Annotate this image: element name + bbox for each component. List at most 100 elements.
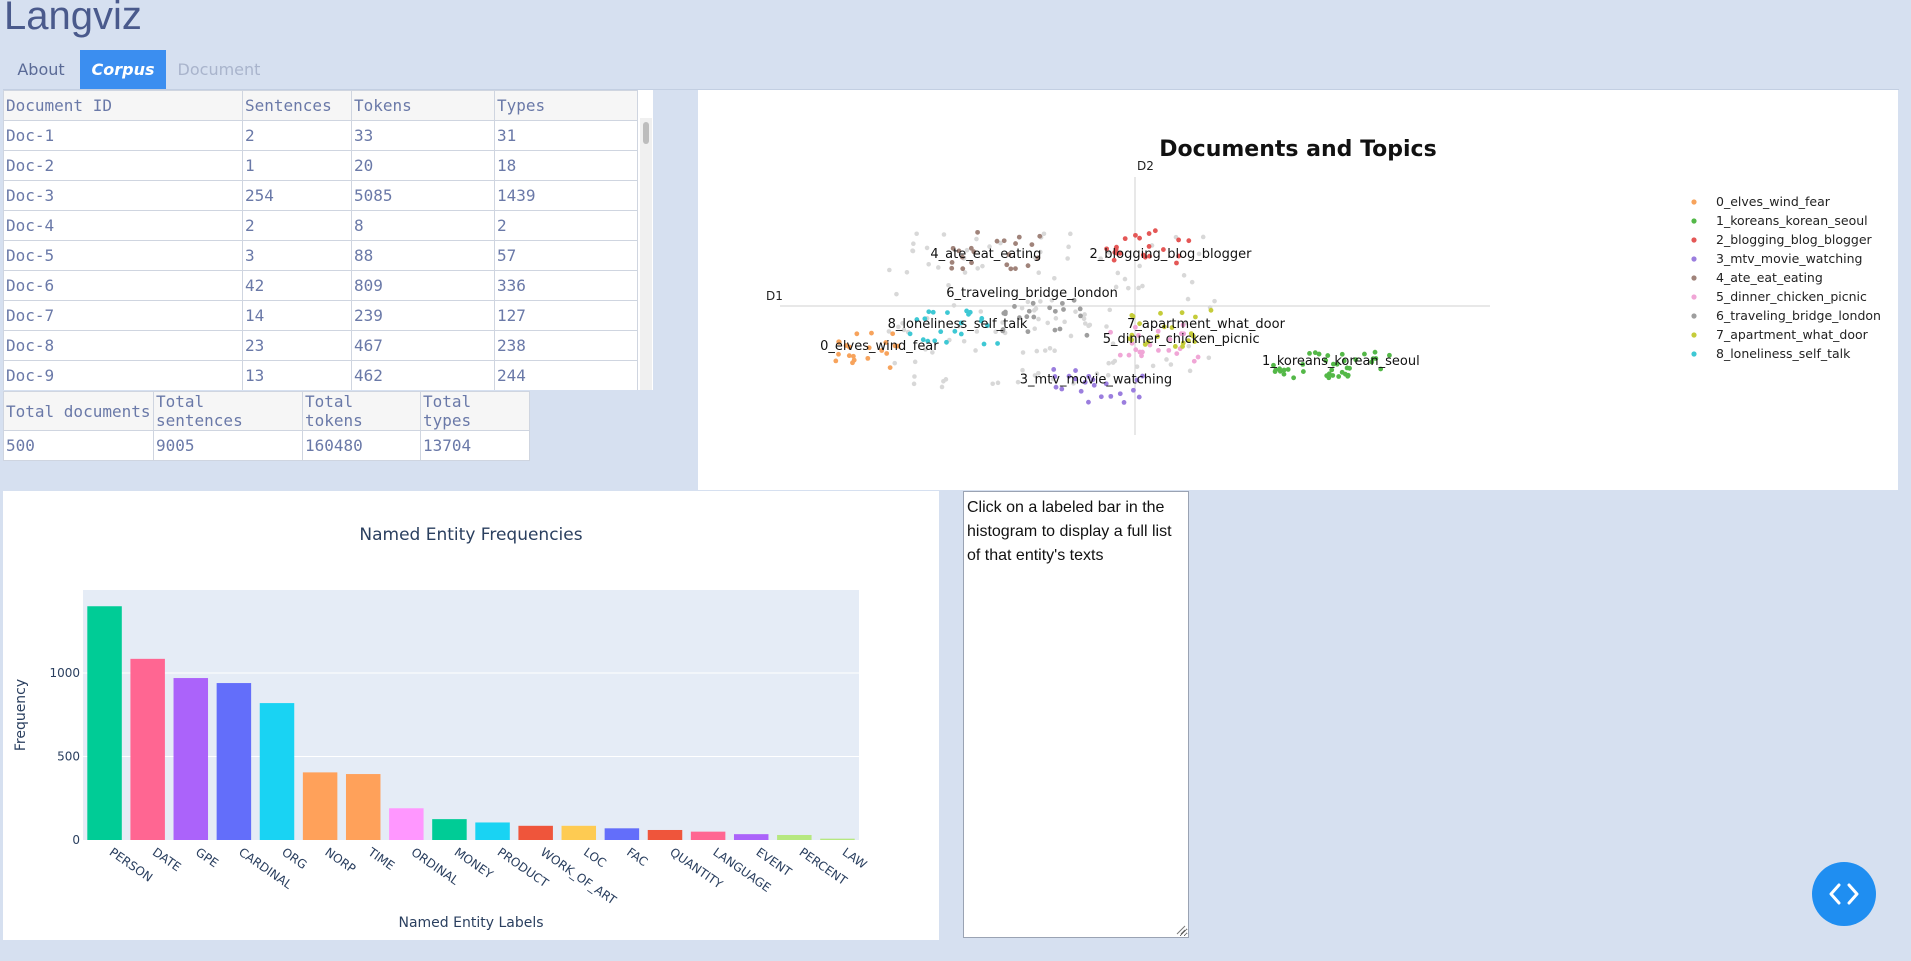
- scatter-point[interactable]: [1026, 308, 1032, 314]
- scatter-point[interactable]: [1186, 343, 1192, 349]
- legend-marker[interactable]: [1691, 313, 1697, 319]
- table-cell[interactable]: 2: [242, 120, 352, 151]
- scatter-point[interactable]: [1285, 367, 1291, 372]
- scatter-point[interactable]: [1004, 262, 1010, 268]
- scatter-point[interactable]: [1062, 319, 1067, 325]
- scatter-point[interactable]: [1117, 352, 1123, 358]
- scatter-point[interactable]: [1160, 247, 1166, 252]
- scatter-point[interactable]: [1334, 361, 1340, 367]
- tab-about[interactable]: About: [17, 60, 65, 79]
- table-cell[interactable]: 467: [351, 330, 495, 361]
- scatter-point[interactable]: [896, 324, 901, 330]
- entity-bar[interactable]: [432, 819, 467, 840]
- scatter-point[interactable]: [1047, 305, 1053, 311]
- entity-bar[interactable]: [690, 831, 726, 840]
- scatter-point[interactable]: [1052, 327, 1058, 333]
- scatter-point[interactable]: [958, 331, 964, 337]
- legend-entry[interactable]: 8_loneliness_self_talk: [1716, 346, 1851, 361]
- entity-bar[interactable]: [216, 683, 252, 840]
- scatter-point[interactable]: [974, 329, 980, 334]
- table-cell[interactable]: 33: [351, 120, 495, 151]
- scatter-point[interactable]: [907, 331, 913, 337]
- legend-marker[interactable]: [1691, 256, 1697, 262]
- entity-bar[interactable]: [259, 703, 295, 840]
- scatter-point[interactable]: [1091, 382, 1097, 388]
- scatter-point[interactable]: [1185, 296, 1191, 302]
- entity-bar[interactable]: [820, 838, 855, 840]
- scatter-point[interactable]: [1084, 332, 1090, 338]
- scatter-point[interactable]: [1006, 252, 1012, 257]
- scatter-point[interactable]: [1071, 297, 1077, 303]
- entity-bar[interactable]: [389, 808, 424, 840]
- table-cell[interactable]: 20: [351, 150, 495, 181]
- scatter-point[interactable]: [922, 316, 928, 322]
- scatter-point[interactable]: [854, 331, 860, 337]
- scatter-point[interactable]: [1145, 339, 1151, 345]
- scatter-point[interactable]: [959, 254, 965, 260]
- scatter-point[interactable]: [1146, 244, 1152, 249]
- table-cell[interactable]: 462: [351, 360, 495, 390]
- resize-grip-icon[interactable]: [1176, 925, 1186, 935]
- scatter-point[interactable]: [1339, 351, 1345, 357]
- scatter-point[interactable]: [1013, 266, 1018, 272]
- scatter-point[interactable]: [941, 378, 946, 384]
- scatter-point[interactable]: [1372, 349, 1378, 355]
- scatter-point[interactable]: [1000, 320, 1005, 325]
- scatter-point[interactable]: [1189, 279, 1195, 285]
- scatter-point[interactable]: [1387, 352, 1392, 358]
- scatter-point[interactable]: [1137, 263, 1142, 269]
- scatter-point[interactable]: [1131, 387, 1136, 393]
- scatter-point[interactable]: [1078, 313, 1083, 319]
- scatter-point[interactable]: [1176, 237, 1182, 243]
- scatter-point[interactable]: [1038, 249, 1043, 255]
- scatter-point[interactable]: [1206, 334, 1211, 340]
- scatter-point[interactable]: [1342, 371, 1348, 377]
- scatter-point[interactable]: [1150, 363, 1156, 369]
- scatter-point[interactable]: [1065, 256, 1070, 261]
- scatter-point[interactable]: [900, 320, 905, 326]
- scatter-point[interactable]: [1103, 381, 1109, 387]
- scatter-point[interactable]: [1073, 309, 1078, 314]
- scatter-point[interactable]: [1137, 321, 1142, 327]
- scatter-point[interactable]: [1325, 353, 1331, 358]
- entity-bar[interactable]: [475, 822, 510, 840]
- entity-bar[interactable]: [87, 606, 122, 840]
- scatter-point[interactable]: [910, 248, 915, 253]
- scatter-point[interactable]: [1105, 372, 1111, 378]
- scatter-point[interactable]: [1057, 326, 1063, 332]
- legend-entry[interactable]: 6_traveling_bridge_london: [1716, 308, 1881, 323]
- scatter-point[interactable]: [1086, 373, 1092, 379]
- scatter-point[interactable]: [1196, 251, 1202, 257]
- scatter-point[interactable]: [941, 232, 947, 237]
- scatter-point[interactable]: [949, 265, 955, 271]
- scatter-point[interactable]: [1016, 234, 1022, 240]
- table-cell[interactable]: 31: [494, 120, 638, 151]
- scatter-point[interactable]: [1206, 355, 1212, 361]
- scatter-point[interactable]: [887, 365, 893, 370]
- scatter-point[interactable]: [1098, 256, 1104, 261]
- scatter-point[interactable]: [960, 266, 966, 272]
- scatter-point[interactable]: [1071, 381, 1076, 386]
- table-cell[interactable]: Doc-9: [3, 360, 243, 390]
- scatter-point[interactable]: [938, 329, 944, 335]
- scatter-point[interactable]: [975, 266, 980, 271]
- scatter-point[interactable]: [892, 360, 898, 366]
- scatter-point[interactable]: [1139, 353, 1144, 359]
- table-cell[interactable]: 336: [494, 270, 638, 301]
- scatter-point[interactable]: [995, 380, 1001, 386]
- entity-bar[interactable]: [302, 772, 338, 840]
- scatter-point[interactable]: [1035, 255, 1041, 261]
- scatter-point[interactable]: [1013, 241, 1018, 246]
- scatter-point[interactable]: [1136, 394, 1142, 400]
- scatter-point[interactable]: [887, 267, 892, 273]
- table-cell[interactable]: 809: [351, 270, 495, 301]
- scatter-point[interactable]: [1020, 367, 1025, 373]
- scatter-point[interactable]: [1024, 314, 1030, 320]
- scatter-point[interactable]: [1330, 361, 1336, 367]
- scatter-point[interactable]: [1161, 324, 1167, 330]
- scatter-point[interactable]: [1336, 374, 1342, 379]
- scatter-point[interactable]: [974, 236, 979, 242]
- scatter-point[interactable]: [1172, 344, 1178, 349]
